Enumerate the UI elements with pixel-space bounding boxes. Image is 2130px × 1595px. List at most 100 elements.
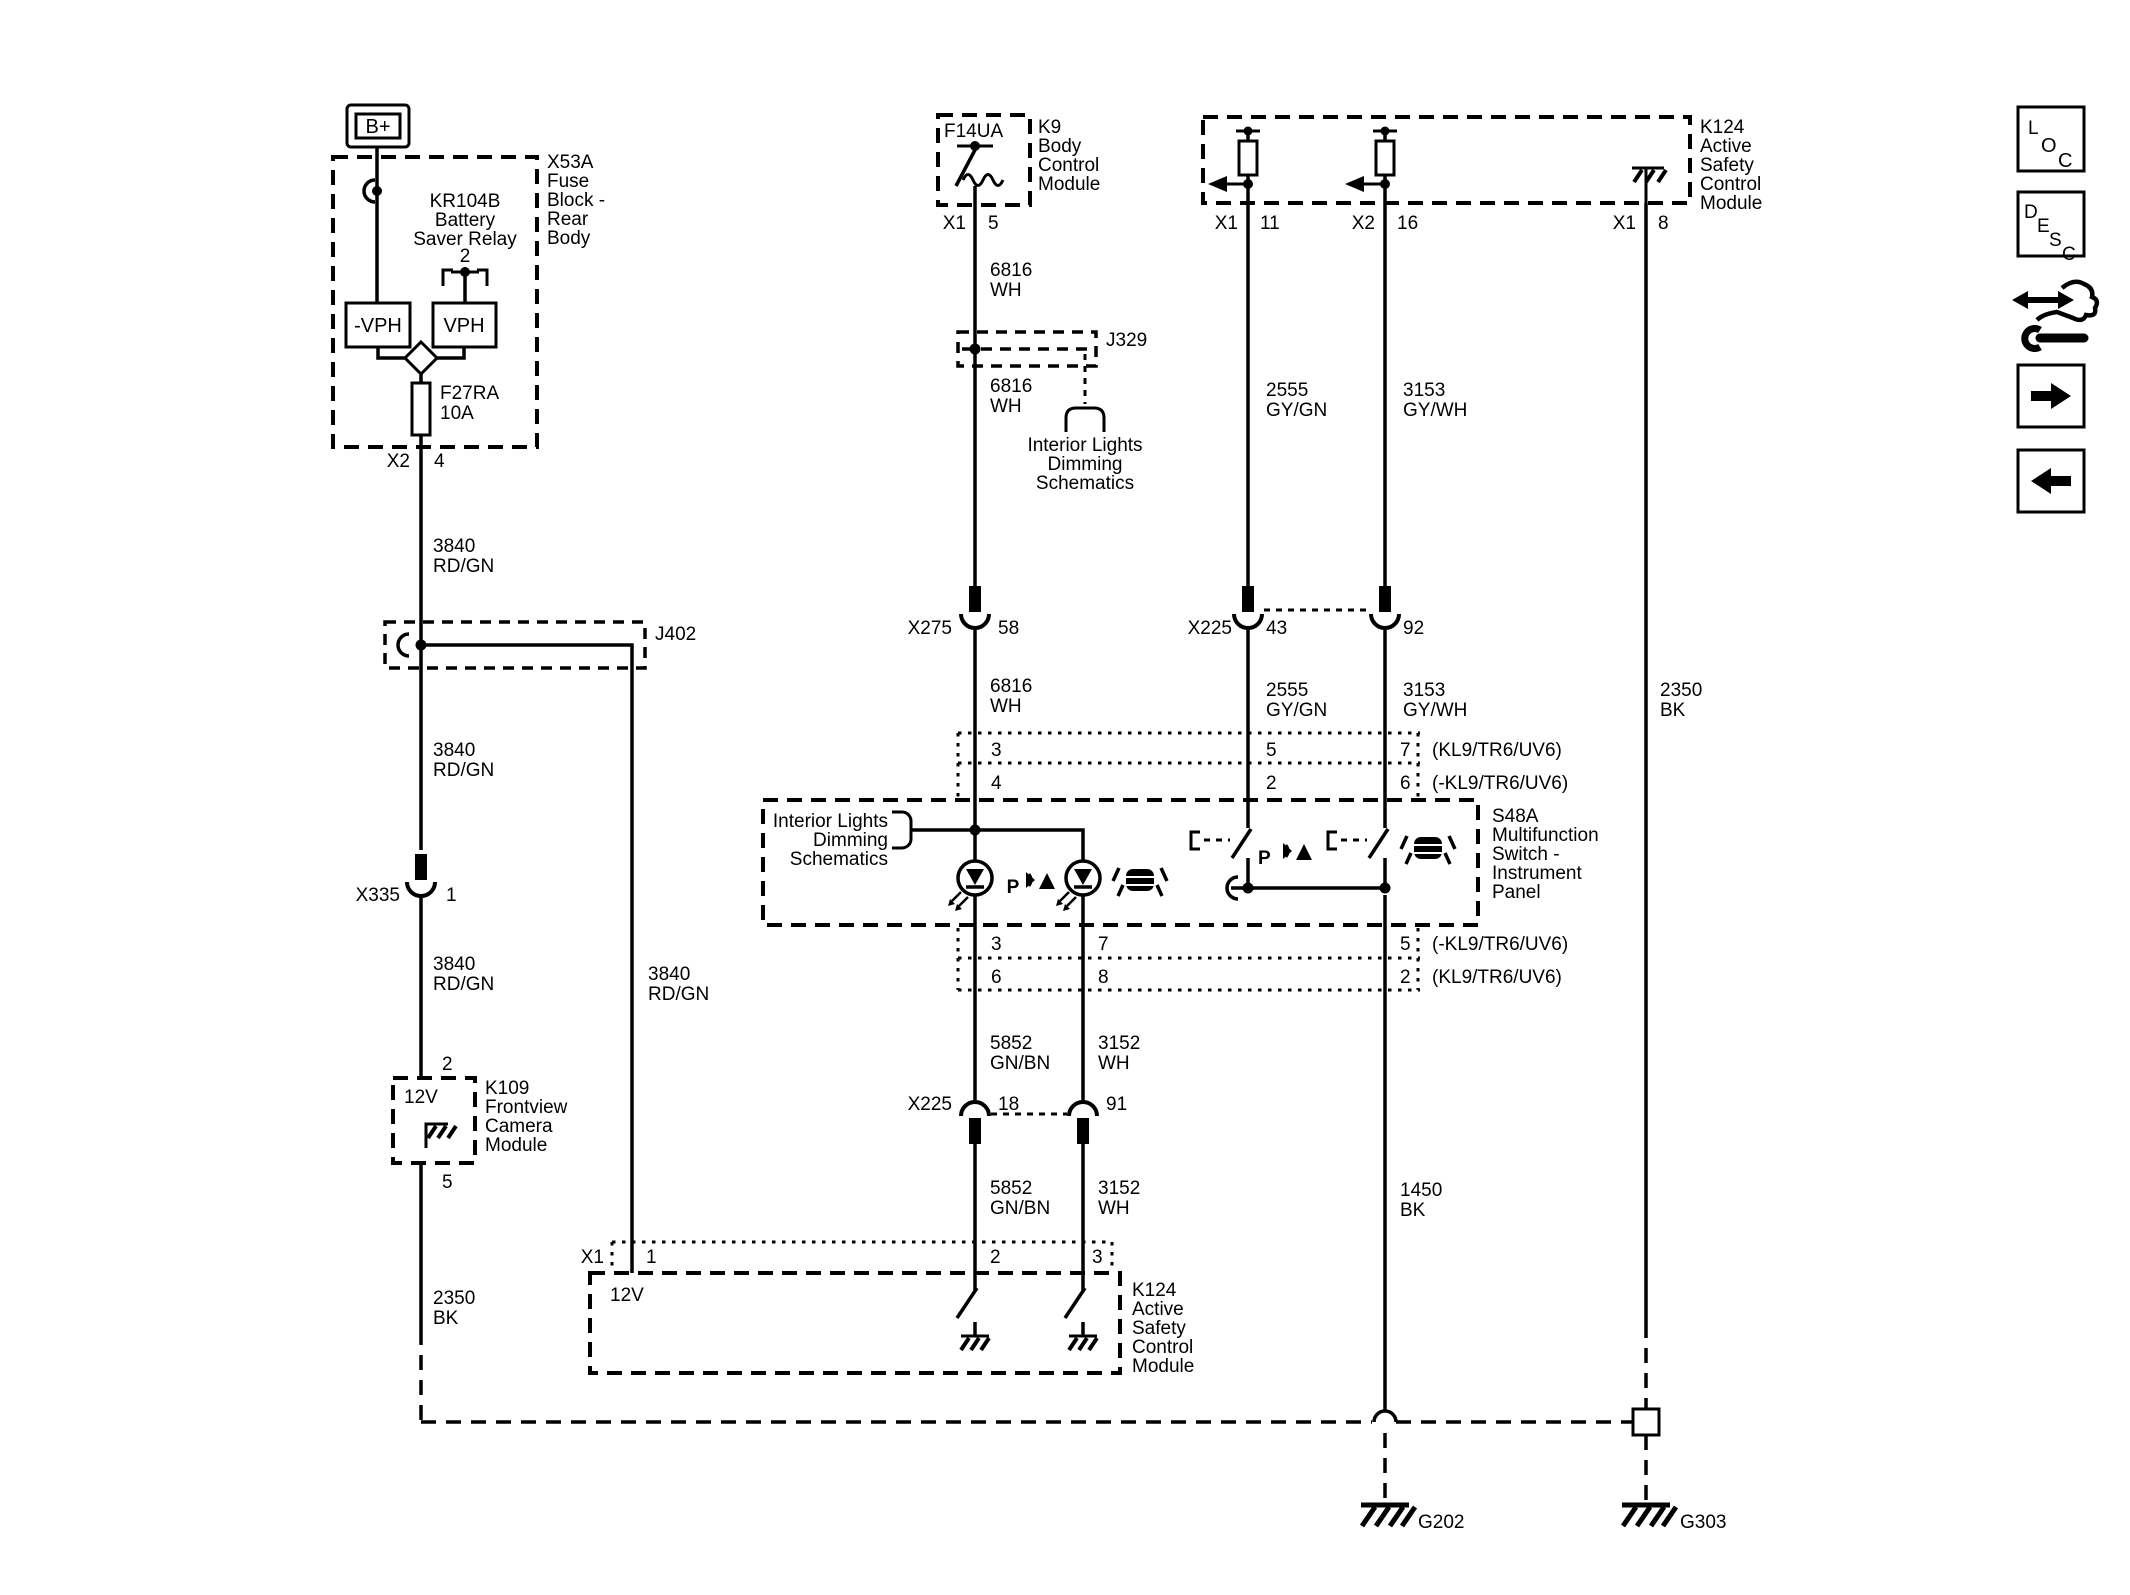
loc-button[interactable]: L O C <box>2016 105 2086 173</box>
k124-pin-c: 8 <box>1658 213 1669 234</box>
x225-bot-pin-b: 91 <box>1106 1094 1127 1115</box>
pin-number: 8 <box>1098 967 1109 988</box>
clip-icon <box>396 632 411 658</box>
pin-number: 4 <box>991 773 1002 794</box>
desc-letter: D <box>2024 202 2038 223</box>
vph-neg-label: -VPH <box>354 315 402 337</box>
variant-label: (KL9/TR6/UV6) <box>1432 740 1562 761</box>
variant-label: (-KL9/TR6/UV6) <box>1432 773 1568 794</box>
park-assist-indicator-icon <box>946 859 994 913</box>
x225-bottom-connector: X225 18 91 <box>908 1094 1127 1146</box>
schematic-ref-icon <box>1064 406 1106 432</box>
pullup-resistor-icon <box>1345 126 1397 203</box>
pin-number: 7 <box>1098 934 1109 955</box>
loc-letter: O <box>2041 135 2057 157</box>
variant-label: (-KL9/TR6/UV6) <box>1432 934 1568 955</box>
x225-bot-pin-a: 18 <box>998 1094 1019 1115</box>
pin-number: 5 <box>1400 934 1411 955</box>
k124b-pin-a: 1 <box>646 1247 657 1268</box>
ground-icon <box>1622 1505 1676 1526</box>
park-icon-letter: P <box>1258 848 1271 869</box>
s48a-pin-rows-top: 3 5 7 (KL9/TR6/UV6) 4 2 6 (-KL9/TR6/UV6) <box>956 731 1568 798</box>
forward-button[interactable] <box>2016 363 2086 429</box>
j402-label: J402 <box>655 624 696 645</box>
ground-icon <box>1361 1505 1415 1526</box>
x335-name: X335 <box>356 885 400 906</box>
back-button[interactable] <box>2016 448 2086 514</box>
x225-top-pin-b: 92 <box>1403 618 1424 639</box>
j329-label: J329 <box>1106 330 1147 351</box>
pin-number: 6 <box>991 967 1002 988</box>
switch-to-ground-icon <box>955 1287 991 1352</box>
pin-number: 5 <box>1266 740 1277 761</box>
harness-tool-button[interactable] <box>2012 279 2100 352</box>
pin-number: 2 <box>1400 967 1411 988</box>
loc-letter: L <box>2028 118 2039 139</box>
f14ua-label: F14UA <box>944 121 1003 142</box>
k124b-pin-b: 2 <box>990 1247 1001 1268</box>
x275-name: X275 <box>908 618 952 639</box>
junction-block <box>1631 1407 1661 1437</box>
k124-pin-b: 16 <box>1397 213 1418 234</box>
toolbar: L O C D E S C <box>2012 105 2100 514</box>
pin-number: 3 <box>991 934 1002 955</box>
g202-label: G202 <box>1418 1512 1464 1533</box>
pin-number: 6 <box>1400 773 1411 794</box>
vph-pos-label: VPH <box>443 315 484 337</box>
pullup-resistor-icon <box>1208 126 1260 203</box>
x225-top-pin-a: 43 <box>1266 618 1287 639</box>
relay-pin: 2 <box>460 246 471 267</box>
schematic-ref-icon <box>892 810 913 850</box>
k124-conn-b: X2 <box>1352 213 1375 234</box>
desc-button[interactable]: D E S C <box>2016 190 2086 265</box>
x53a-pin: 4 <box>434 451 445 472</box>
k9-pin: 5 <box>988 213 999 234</box>
park-assist-icon <box>1024 870 1057 891</box>
fuse-switch-icon <box>954 141 1005 187</box>
switch-to-ground-icon <box>1063 1287 1099 1352</box>
splice-hook-icon <box>1372 1409 1398 1423</box>
park-assist-icon <box>1281 841 1314 862</box>
j402-splice: J402 <box>383 620 696 1273</box>
park-switch: P <box>1189 828 1314 888</box>
desc-letter: S <box>2049 230 2062 251</box>
lane-assist-icon <box>1399 834 1457 866</box>
ground-icon <box>424 1122 458 1148</box>
k109-pin-bot: 5 <box>442 1172 453 1193</box>
desc-letter: E <box>2037 216 2050 237</box>
s48a-pin-rows-bottom: 3 7 5 (-KL9/TR6/UV6) 6 8 2 (KL9/TR6/UV6) <box>956 928 1568 992</box>
x335-connector: X335 1 <box>356 852 457 906</box>
k124b-pin-c: 3 <box>1092 1247 1103 1268</box>
x275-connector: X275 58 <box>908 584 1019 639</box>
x275-pin: 58 <box>998 618 1019 639</box>
k109-pin-top: 2 <box>442 1054 453 1075</box>
g303-label: G303 <box>1680 1512 1726 1533</box>
